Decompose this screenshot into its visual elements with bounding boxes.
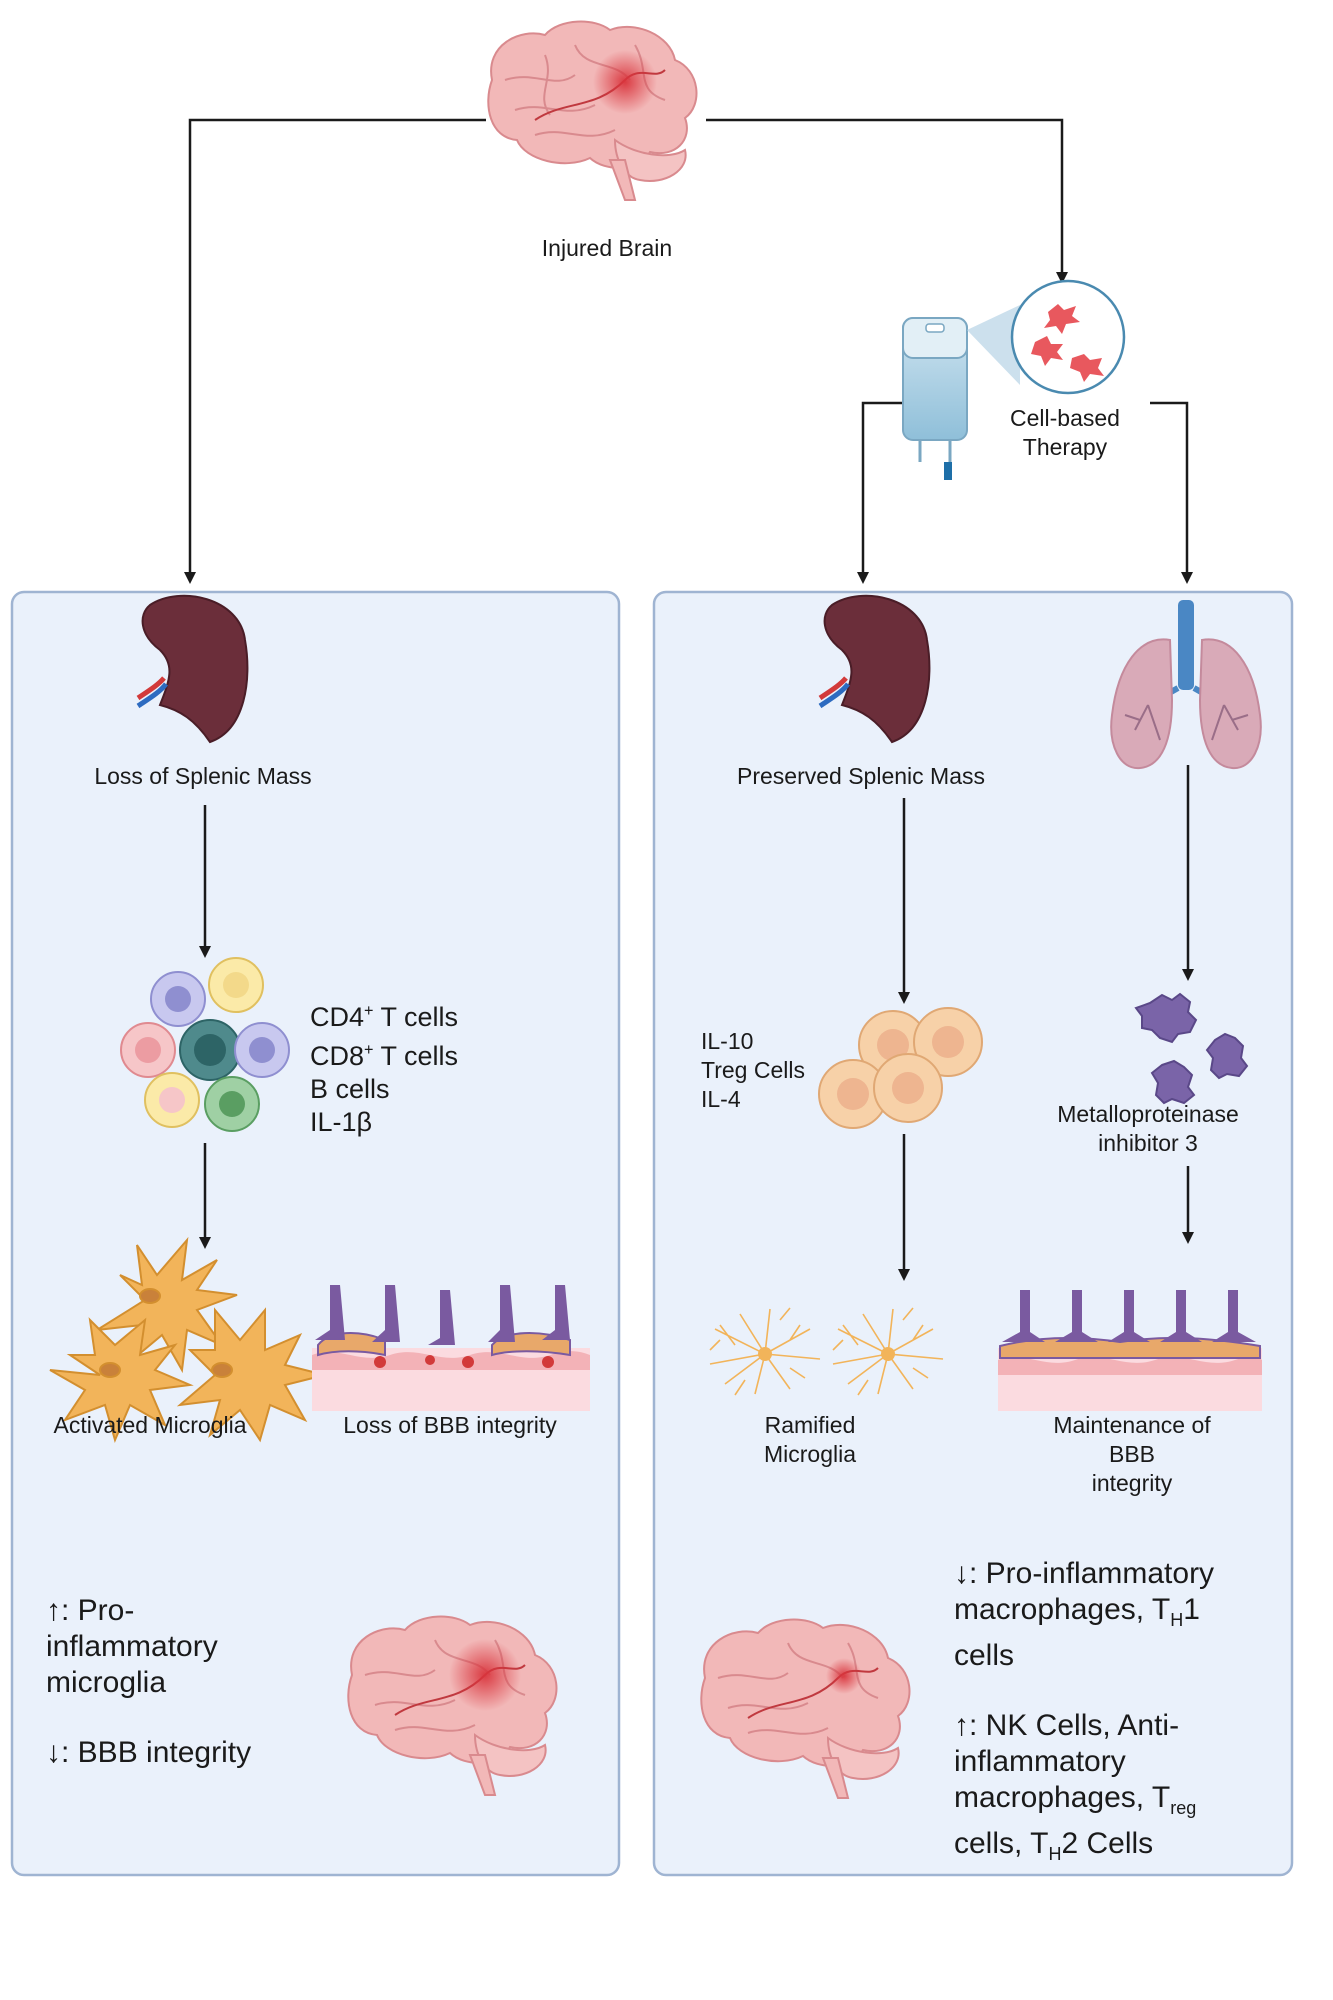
- right-outcome-down-line1: ↓: Pro-inflammatory: [954, 1557, 1215, 1590]
- il10-label: IL-10: [701, 1028, 754, 1054]
- treg-cells-label: Treg Cells: [701, 1057, 805, 1083]
- maintenance-bbb-label: Maintenance of BBB integrity: [1032, 1411, 1233, 1498]
- activated-microglia-icon: [49, 1236, 326, 1443]
- b-cells-label: B cells: [310, 1074, 390, 1104]
- arrow-therapy-to-spleen: [857, 401, 905, 584]
- immune-cell-list: CD4+ T cells CD8+ T cells B cells IL-1β: [310, 995, 458, 1139]
- protein-icon: [1134, 992, 1249, 1105]
- cd8-label: CD8+ T cells: [310, 1041, 459, 1071]
- bbb-intact-icon: [998, 1290, 1262, 1411]
- brain-outcome-right-icon: [700, 1618, 911, 1799]
- right-outcome-text: ↓: Pro-inflammatory macrophages, TH1 cel…: [954, 1556, 1214, 1872]
- bbb-disrupted-icon: [312, 1285, 590, 1411]
- spleen-icon-left: [136, 594, 249, 744]
- maintenance-bbb-line2: integrity: [1091, 1470, 1173, 1496]
- ramified-microglia-icon: [709, 1307, 944, 1396]
- right-outcome-up-line3: macrophages, Treg: [954, 1781, 1197, 1818]
- cd4-label: CD4+ T cells: [310, 1002, 459, 1032]
- il4-label: IL-4: [701, 1086, 741, 1112]
- arrow-therapy-to-lung: [1150, 401, 1193, 584]
- ramified-label-line2: Microglia: [763, 1441, 857, 1467]
- lung-icon: [1110, 600, 1262, 770]
- right-outcome-up-line2: inflammatory: [954, 1745, 1126, 1778]
- right-outcome-up-line4: cells, TH2 Cells: [954, 1827, 1154, 1864]
- therapy-label: Cell-based Therapy: [1010, 404, 1120, 462]
- brain-outcome-left-icon: [347, 1615, 558, 1796]
- therapy-label-line2: Therapy: [1022, 434, 1108, 460]
- spleen-icon-right: [818, 594, 931, 744]
- loss-bbb-label: Loss of BBB integrity: [343, 1412, 557, 1438]
- right-outcome-up-line1: ↑: NK Cells, Anti-: [954, 1709, 1180, 1742]
- left-outcome-text: ↑: Pro- inflammatory microglia ↓: BBB in…: [46, 1593, 251, 1771]
- mmp-label-line2: inhibitor 3: [1098, 1130, 1198, 1156]
- right-outcome-down-line3: cells: [954, 1639, 1015, 1672]
- activated-microglia-label: Activated Microglia: [53, 1412, 247, 1438]
- left-outcome-line2: inflammatory: [46, 1630, 218, 1663]
- treg-cells-icon: [818, 1007, 983, 1129]
- mmp-label-line1: Metalloproteinase: [1057, 1101, 1239, 1127]
- connector-arrows: [184, 118, 1194, 1281]
- arrow-brain-to-therapy: [706, 118, 1068, 284]
- preserved-splenic-mass-label: Preserved Splenic Mass: [737, 763, 985, 789]
- ramified-label-line1: Ramified: [764, 1412, 856, 1438]
- immune-cells-icon: [120, 957, 290, 1132]
- ramified-microglia-label: Ramified Microglia: [764, 1411, 856, 1469]
- mmp-inhibitor-label: Metalloproteinase inhibitor 3: [1057, 1100, 1239, 1158]
- maintenance-bbb-line1: Maintenance of BBB: [1053, 1412, 1211, 1467]
- therapy-label-line1: Cell-based: [1010, 405, 1120, 431]
- left-outcome-line3: microglia: [46, 1666, 167, 1699]
- injured-brain-icon: [487, 20, 698, 201]
- injured-brain-label: Injured Brain: [541, 235, 673, 261]
- left-panel: [10, 590, 621, 1877]
- cytokine-list: IL-10 Treg Cells IL-4: [701, 1027, 805, 1114]
- left-outcome-line4: ↓: BBB integrity: [46, 1736, 252, 1769]
- right-outcome-down-line2: macrophages, TH1: [954, 1593, 1200, 1630]
- loss-splenic-mass-label: Loss of Splenic Mass: [94, 763, 312, 789]
- il1b-label: IL-1β: [310, 1107, 373, 1137]
- arrow-brain-to-left-panel: [184, 118, 486, 584]
- stem-cell-magnifier-icon: [967, 279, 1126, 395]
- right-panel: [652, 590, 1294, 1877]
- iv-bag-icon: [902, 317, 968, 480]
- left-outcome-line1: ↑: Pro-: [46, 1594, 135, 1627]
